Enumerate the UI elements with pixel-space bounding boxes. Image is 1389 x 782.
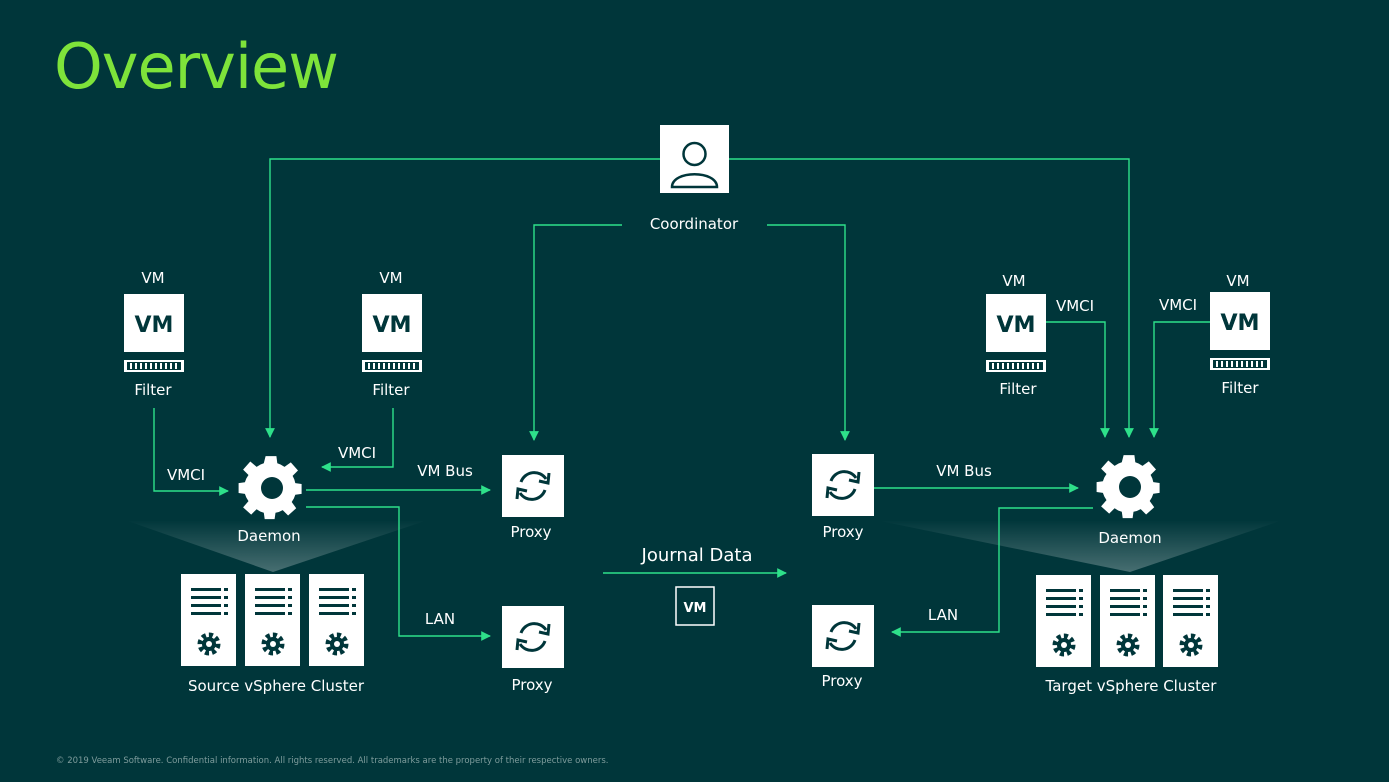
tgt-vmbus-label: VM Bus	[936, 462, 992, 480]
filter-icon	[124, 294, 184, 372]
src-proxy-top-label: Proxy	[510, 523, 551, 541]
tgt-proxy-top-icon[interactable]	[810, 452, 876, 518]
src-proxy-bottom-label: Proxy	[511, 676, 552, 694]
src-proxy-top-icon[interactable]	[500, 453, 566, 519]
src-vmbus-label: VM Bus	[417, 462, 473, 480]
src-proxy-bottom-icon[interactable]	[500, 604, 566, 670]
journal-vm-box	[675, 586, 715, 626]
server-rack-icon	[1036, 575, 1091, 667]
tgt-lan-label: LAN	[928, 606, 958, 624]
tgt-proxy-bottom-label: Proxy	[821, 672, 862, 690]
coordinator-box	[660, 125, 729, 193]
tgt-lan-edge	[891, 507, 1093, 637]
coord-to-src-daemon	[265, 158, 660, 438]
src-vm2-label: VM	[379, 269, 402, 287]
target-beam	[875, 520, 1283, 572]
tgt-vm2-icon[interactable]: VM	[1210, 292, 1270, 370]
tgt-vm1-label: VM	[1002, 272, 1025, 290]
tgt-vmci-left-edge	[1046, 321, 1110, 438]
src-daemon-gear-icon[interactable]	[238, 456, 302, 520]
src-daemon-label: Daemon	[237, 527, 300, 545]
server-rack-icon	[309, 574, 364, 666]
src-vm1-label: VM	[141, 269, 164, 287]
tgt-vmci-left-label: VMCI	[1056, 297, 1094, 315]
tgt-daemon-gear-icon[interactable]	[1096, 455, 1160, 519]
tgt-vmci-right-label: VMCI	[1159, 296, 1197, 314]
tgt-vm1-filter-label: Filter	[999, 380, 1037, 398]
tgt-proxy-top-label: Proxy	[822, 523, 863, 541]
src-lan-label: LAN	[425, 610, 455, 628]
tgt-vm1-box-text: VM	[997, 313, 1036, 338]
src-vmci-right-label: VMCI	[338, 444, 376, 462]
src-vm1-icon[interactable]: VM	[124, 294, 184, 372]
coord-to-src-proxy	[529, 224, 622, 441]
server-rack-icon	[1163, 575, 1218, 667]
src-vmci-left-label: VMCI	[167, 466, 205, 484]
tgt-vm1-icon[interactable]: VM	[986, 294, 1046, 372]
journal-vm-text: VM	[684, 601, 707, 616]
coordinator-node[interactable]	[660, 125, 729, 193]
slide-title: Overview	[54, 30, 339, 103]
coord-to-tgt-proxy	[767, 224, 850, 441]
source-beam	[125, 520, 428, 572]
src-vmci-right-edge	[321, 408, 394, 472]
tgt-vmci-right-edge	[1149, 321, 1210, 438]
src-vm2-box-text: VM	[373, 313, 412, 338]
tgt-vm2-filter-label: Filter	[1221, 379, 1259, 397]
src-vm2-icon[interactable]: VM	[362, 294, 422, 372]
journal-data-label: Journal Data	[641, 545, 753, 566]
target-cluster-label: Target vSphere Cluster	[1045, 677, 1218, 695]
src-vm1-filter-label: Filter	[134, 381, 172, 399]
src-lan-edge	[306, 506, 491, 641]
user-icon	[670, 141, 719, 189]
src-vmci-left-edge	[153, 408, 229, 496]
server-rack-icon	[181, 574, 236, 666]
server-rack-icon	[1100, 575, 1155, 667]
tgt-vm2-label: VM	[1226, 272, 1249, 290]
copyright-footer: © 2019 Veeam Software. Confidential info…	[56, 756, 609, 766]
source-cluster-racks	[181, 574, 364, 666]
server-rack-icon	[245, 574, 300, 666]
tgt-proxy-bottom-icon[interactable]	[810, 603, 876, 669]
target-cluster-racks	[1036, 575, 1218, 667]
source-cluster-label: Source vSphere Cluster	[188, 677, 365, 695]
tgt-vm2-box-text: VM	[1221, 311, 1260, 336]
coord-to-tgt-daemon	[729, 158, 1134, 438]
tgt-daemon-label: Daemon	[1098, 529, 1161, 547]
coordinator-label: Coordinator	[650, 215, 739, 233]
src-vm2-filter-label: Filter	[372, 381, 410, 399]
